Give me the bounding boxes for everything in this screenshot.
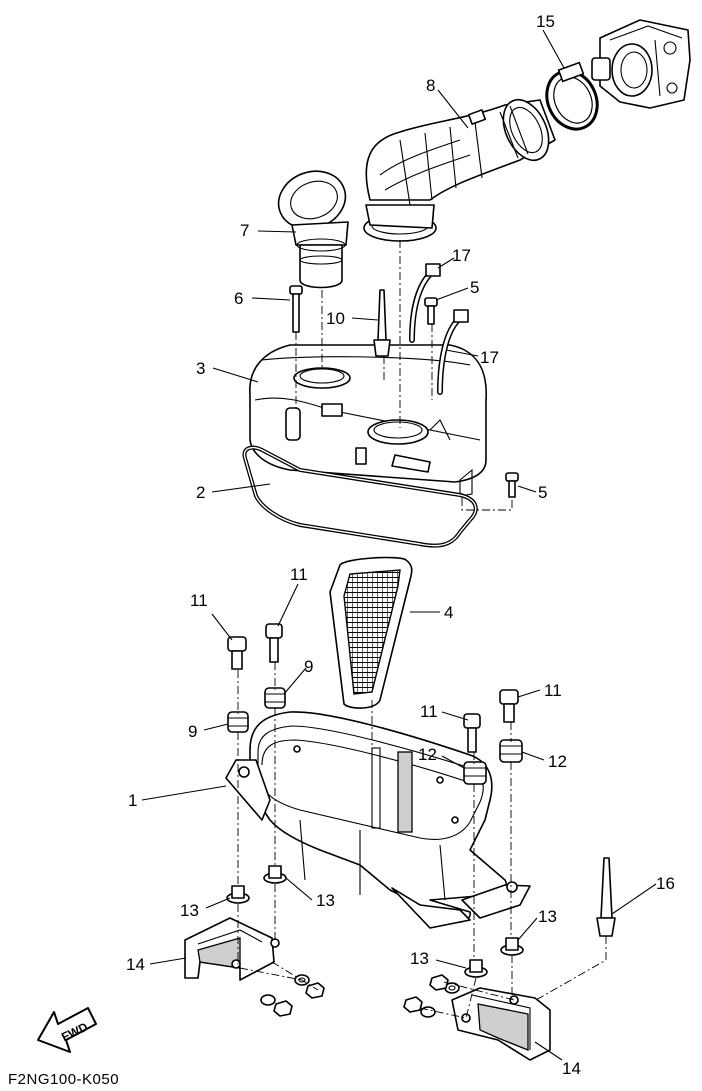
bolt-11-mid [463, 713, 481, 753]
callout-4: 4 [444, 603, 453, 622]
collar-13-d [464, 959, 488, 978]
callout-9-upper: 9 [304, 657, 313, 676]
callout-17-upper: 17 [452, 246, 471, 265]
air-filter-element [329, 556, 413, 709]
assembly-lines [237, 240, 607, 1019]
collar-13-c [500, 937, 524, 956]
callout-12-left: 12 [418, 745, 437, 764]
intake-joint [363, 98, 556, 242]
washers-left [260, 974, 325, 1017]
collar-13-b [263, 865, 287, 884]
callout-14-right: 14 [562, 1059, 581, 1078]
callout-labels: 15 8 7 17 6 5 10 17 3 5 2 11 11 4 9 9 11… [126, 12, 675, 1078]
hose-clamp [545, 61, 599, 131]
hose-17-upper [409, 263, 441, 343]
callout-13-lower: 13 [410, 949, 429, 968]
callout-13-left: 13 [180, 901, 199, 920]
grommet-9-center [264, 687, 286, 709]
bolt-5-lower [505, 472, 519, 498]
bolt-6 [289, 285, 303, 333]
callout-11-top-center: 11 [290, 565, 308, 584]
grommet-9-left [227, 711, 249, 733]
throttle-body [591, 19, 691, 109]
bolt-11-right [499, 689, 519, 723]
case-gasket [242, 445, 478, 548]
callout-1: 1 [128, 791, 137, 810]
bracket-14-left [184, 917, 280, 981]
hose-17-lower [437, 309, 469, 395]
intake-funnel [277, 170, 349, 289]
air-filter-case-cap [249, 344, 487, 497]
air-filter-case [225, 711, 531, 929]
cable-tie-16 [596, 857, 616, 937]
callout-10: 10 [326, 309, 345, 328]
callout-5-lower: 5 [538, 483, 547, 502]
collar-13-a [226, 885, 250, 904]
leader-lines [141, 29, 657, 1061]
bracket-14-right [451, 987, 551, 1061]
fwd-arrow-icon: FWD [37, 1007, 97, 1053]
callout-2: 2 [196, 483, 205, 502]
callout-17-lower: 17 [480, 348, 499, 367]
callout-14-left: 14 [126, 955, 145, 974]
callout-11-right: 11 [544, 681, 562, 700]
callout-15: 15 [536, 12, 555, 31]
grommet-12-left [463, 761, 487, 785]
callout-11-top-left: 11 [190, 591, 208, 610]
callout-3: 3 [196, 359, 205, 378]
callout-11-mid: 11 [420, 702, 438, 721]
grommet-12-right [499, 739, 523, 763]
callout-5-upper: 5 [470, 278, 479, 297]
bolt-11-center [265, 623, 283, 663]
bolt-5-upper [424, 297, 438, 325]
callout-6: 6 [234, 289, 243, 308]
callout-8: 8 [426, 76, 435, 95]
callout-7: 7 [240, 221, 249, 240]
callout-13-center: 13 [316, 891, 335, 910]
washers-right [403, 974, 460, 1018]
callout-9-lower: 9 [188, 722, 197, 741]
callout-16: 16 [656, 874, 675, 893]
drawing-code: F2NG100-K050 [8, 1071, 119, 1088]
callout-12-right: 12 [548, 752, 567, 771]
callout-13-right: 13 [538, 907, 557, 926]
bolt-11-left [227, 636, 247, 670]
cable-tie-10 [373, 289, 391, 357]
